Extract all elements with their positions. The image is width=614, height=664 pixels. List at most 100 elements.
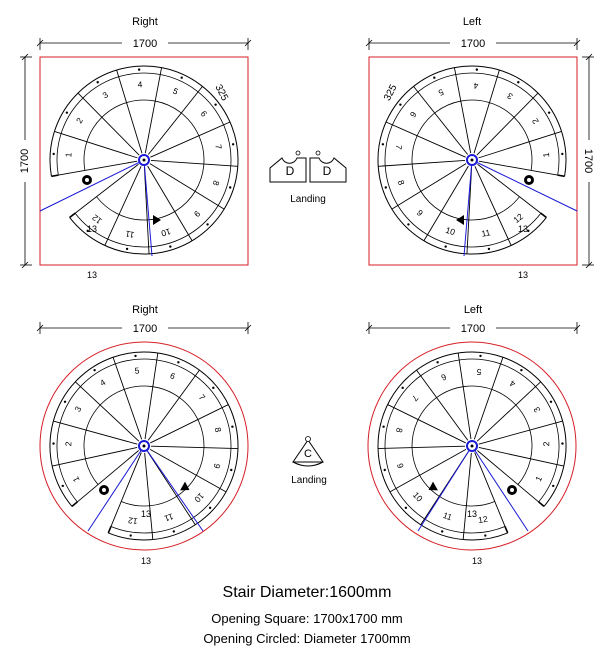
tread-line: [149, 449, 227, 493]
landing-c-letter: C: [304, 448, 312, 460]
dimension-side-label: 1700: [19, 149, 31, 173]
tread-line: [75, 381, 140, 442]
dimension-top: [36, 322, 252, 334]
bottom-label: 13: [472, 556, 482, 566]
baluster-dot: [172, 530, 176, 533]
tread-line: [423, 165, 469, 241]
inside-label: 13: [467, 509, 477, 519]
landing-circle-symbol: C Landing: [291, 436, 327, 486]
landing-edge-line: [463, 159, 473, 257]
step-number: 8: [211, 179, 222, 187]
step-number: 1: [63, 152, 73, 158]
tread-line: [150, 121, 231, 158]
landing-d-right-shape: [309, 157, 347, 183]
direction-arrow: [456, 215, 464, 225]
centre-pin: [470, 158, 474, 162]
step-number: 9: [415, 208, 426, 219]
baluster-dot: [527, 229, 530, 233]
step-number: 4: [508, 378, 518, 389]
baluster-dot: [561, 152, 564, 156]
tread-line: [476, 92, 539, 156]
tread-line: [143, 166, 150, 254]
baluster-dot: [549, 400, 553, 404]
rail-end: [540, 212, 547, 219]
direction-arrow: [428, 481, 438, 491]
baluster-dot: [487, 247, 491, 251]
start-marker-ring: [85, 178, 89, 182]
direction-arrow: [180, 481, 190, 491]
plan-title: Right: [132, 16, 158, 28]
baluster-dot: [382, 425, 385, 428]
tread-line: [53, 420, 138, 445]
tread-line: [387, 404, 466, 444]
dimension-top-label: 1700: [461, 323, 485, 335]
baluster-dot: [125, 247, 129, 251]
step-number: 10: [444, 225, 456, 237]
direction-arrow: [153, 215, 161, 225]
step-number: 1: [70, 475, 81, 484]
landing-d-left-shape: [269, 157, 307, 183]
step-number: 3: [505, 91, 514, 102]
rail-end: [71, 501, 78, 508]
step-number: 7: [197, 392, 208, 402]
baluster-dot: [433, 76, 436, 79]
tread-line: [378, 160, 466, 167]
tread-line: [144, 67, 163, 154]
baluster-dot: [231, 143, 235, 146]
landing-caption: Landing: [290, 194, 326, 205]
baluster-dot: [520, 368, 523, 372]
landing-square-symbols: D D Landing: [269, 150, 347, 205]
baluster-dot: [65, 111, 69, 114]
baluster-dot: [52, 442, 55, 445]
tread-line: [71, 450, 139, 507]
landing-edge-line: [471, 445, 529, 532]
baluster-dot: [401, 386, 404, 390]
tread-line: [478, 131, 562, 159]
step-number: 8: [213, 426, 224, 433]
step-number: 7: [410, 393, 421, 403]
step-number: 5: [134, 365, 140, 375]
step-number: 6: [439, 372, 447, 383]
baluster-dot: [229, 186, 232, 189]
baluster-dot: [517, 81, 520, 84]
tread-line: [77, 92, 140, 156]
step-number: 2: [541, 441, 551, 446]
baluster-dot: [63, 400, 67, 404]
tread-line: [478, 160, 565, 177]
baluster-dot: [475, 68, 479, 71]
tread-line: [54, 131, 138, 159]
step-number: 12: [511, 211, 525, 225]
tread-line: [148, 86, 203, 155]
opening-square: [368, 56, 578, 266]
landing-caption: Landing: [291, 475, 327, 486]
tread-line: [477, 450, 545, 507]
baluster-dot: [484, 534, 487, 537]
tread-line: [150, 445, 238, 449]
tread-line: [69, 163, 139, 218]
tread-line: [477, 163, 547, 218]
bottom-label: 13: [141, 556, 151, 566]
inside-label: 13: [141, 509, 151, 519]
tread-line: [147, 369, 200, 441]
baluster-dot: [561, 442, 564, 445]
step-number: 5: [171, 86, 180, 97]
baluster-dot: [137, 68, 141, 71]
step-number: 4: [98, 377, 108, 388]
step-number: 1: [541, 152, 551, 158]
tread-line: [385, 121, 466, 158]
tread-line: [389, 449, 467, 493]
step-number: 2: [530, 116, 541, 125]
baluster-dot: [134, 354, 137, 358]
tread-line: [453, 67, 472, 154]
baluster-dot: [129, 534, 132, 537]
tread-line: [474, 166, 512, 246]
baluster-dot: [96, 81, 99, 84]
plan-title: Left: [463, 16, 481, 28]
caption-opening-square: Opening Square: 1700x1700 mm: [211, 611, 403, 626]
baluster-dot: [444, 245, 447, 248]
landing-d-left-letter: D: [286, 164, 295, 178]
landing-edge-line: [143, 445, 204, 532]
